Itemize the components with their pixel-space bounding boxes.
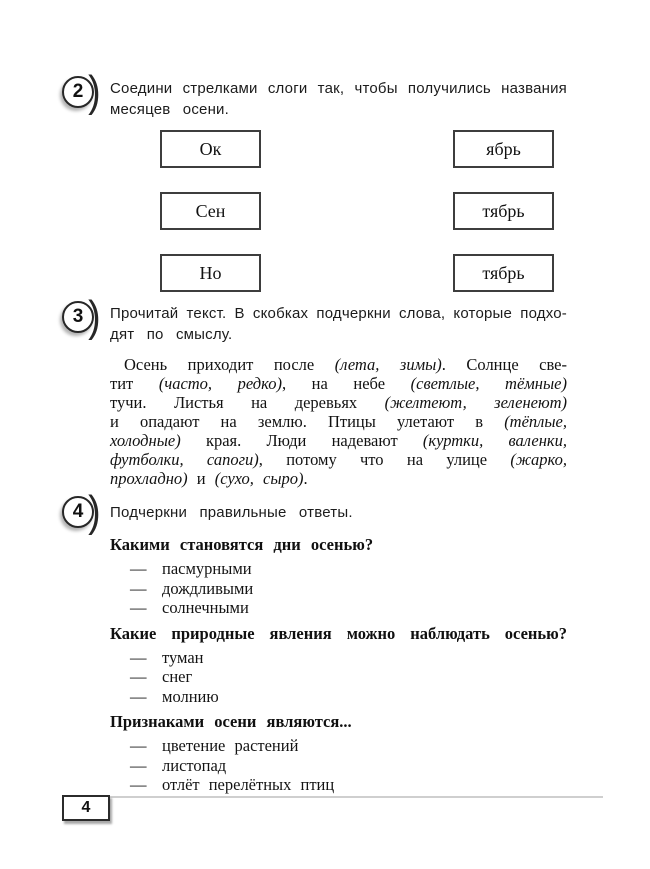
exercise-2-number-badge: 2 ) [62, 68, 102, 116]
exercise-number: 4 [62, 496, 94, 528]
answer-option[interactable]: — листопад [110, 756, 567, 776]
question-2: Какие природные явления можно наблюдать … [110, 623, 567, 643]
badge-paren-icon: ) [88, 67, 101, 116]
answer-option[interactable]: — солнечными [110, 598, 567, 618]
answer-option[interactable]: — пасмурными [110, 559, 567, 579]
exercise-3: 3 ) Прочитай текст. В скобках подчеркни … [0, 293, 650, 488]
question-2-answers: — туман — снег — молнию [110, 648, 567, 707]
answer-option[interactable]: — молнию [110, 687, 567, 707]
exercise-4-instruction: Подчеркни правильные ответы. [110, 504, 353, 521]
exercise-4-number-badge: 4 ) [62, 488, 102, 536]
dash-icon: — [130, 686, 147, 706]
dash-icon: — [130, 598, 147, 617]
exercise-3-instruction-line-1: Прочитай текст. В скобках подчеркни слов… [110, 305, 567, 322]
reading-text: Осень приходит после (лета, зимы). Солнц… [110, 355, 567, 488]
question-1-answers: — пасмурными — дождливыми — солнечными [110, 559, 567, 618]
dash-icon: — [130, 755, 147, 775]
exercise-3-number-badge: 3 ) [62, 293, 102, 341]
exercise-number: 3 [62, 301, 94, 333]
answer-option[interactable]: — туман [110, 648, 567, 668]
syllable-box-right-3[interactable]: тябрь [453, 254, 554, 292]
answer-label: пасмурными [162, 559, 252, 578]
exercise-4: 4 ) Подчеркни правильные ответы. Какими … [0, 488, 650, 795]
badge-paren-icon: ) [88, 487, 101, 536]
dash-icon: — [130, 667, 147, 686]
text-line: холодные) края. Люди надевают (куртки, в… [110, 431, 567, 450]
match-row-1: Ок ябрь [110, 130, 567, 168]
footer-divider [110, 796, 603, 798]
answer-option[interactable]: — цветение растений [110, 736, 567, 756]
answer-label: дождливыми [162, 578, 254, 598]
text-line: футболки, сапоги), потому что на улице (… [110, 450, 567, 469]
exercise-2-instruction-line-2: месяцев осени. [110, 101, 229, 118]
text-line: прохладно) и (сухо, сыро). [110, 469, 308, 488]
question-3-answers: — цветение растений — листопад — отлёт п… [110, 736, 567, 795]
match-row-2: Сен тябрь [110, 192, 567, 230]
dash-icon: — [130, 775, 147, 794]
text-line: тит (часто, редко), на небе (светлые, тё… [110, 374, 567, 393]
syllable-box-left-3[interactable]: Но [160, 254, 261, 292]
answer-option[interactable]: — дождливыми [110, 579, 567, 599]
badge-paren-icon: ) [88, 292, 101, 341]
syllable-box-left-2[interactable]: Сен [160, 192, 261, 230]
answer-option[interactable]: — отлёт перелётных птиц [110, 775, 567, 795]
dash-icon: — [130, 736, 147, 755]
text-line: и опадают на землю. Птицы улетают в (тёп… [110, 412, 567, 431]
page-number: 4 [62, 795, 110, 821]
question-1: Какими становятся дни осенью? [110, 535, 374, 554]
exercise-number: 2 [62, 76, 94, 108]
exercise-2-instruction-line-1: Соедини стрелками слоги так, чтобы получ… [110, 80, 567, 97]
answer-label: снег [162, 667, 193, 686]
dash-icon: — [130, 647, 147, 667]
dash-icon: — [130, 559, 147, 578]
answer-label: молнию [162, 686, 219, 706]
text-line: Осень приходит после (лета, зимы). Солнц… [124, 355, 567, 374]
answer-option[interactable]: — снег [110, 667, 567, 687]
syllable-box-left-1[interactable]: Ок [160, 130, 261, 168]
match-row-3: Но тябрь [110, 254, 567, 292]
exercise-3-instruction-line-2: дят по смыслу. [110, 326, 233, 343]
answer-label: отлёт перелётных птиц [162, 775, 335, 794]
answer-label: цветение растений [162, 736, 299, 755]
syllable-box-right-1[interactable]: ябрь [453, 130, 554, 168]
syllable-box-right-2[interactable]: тябрь [453, 192, 554, 230]
answer-label: солнечными [162, 598, 249, 617]
syllable-match-area: Ок ябрь Сен тябрь Но тябрь [110, 130, 567, 292]
question-3: Признаками осени являются... [110, 712, 352, 731]
text-line: тучи. Листья на деревьях (желтеют, зелен… [110, 393, 567, 412]
exercise-2: 2 ) Соедини стрелками слоги так, чтобы п… [0, 68, 650, 292]
dash-icon: — [130, 578, 147, 598]
answer-label: листопад [162, 755, 227, 775]
answer-label: туман [162, 647, 204, 667]
